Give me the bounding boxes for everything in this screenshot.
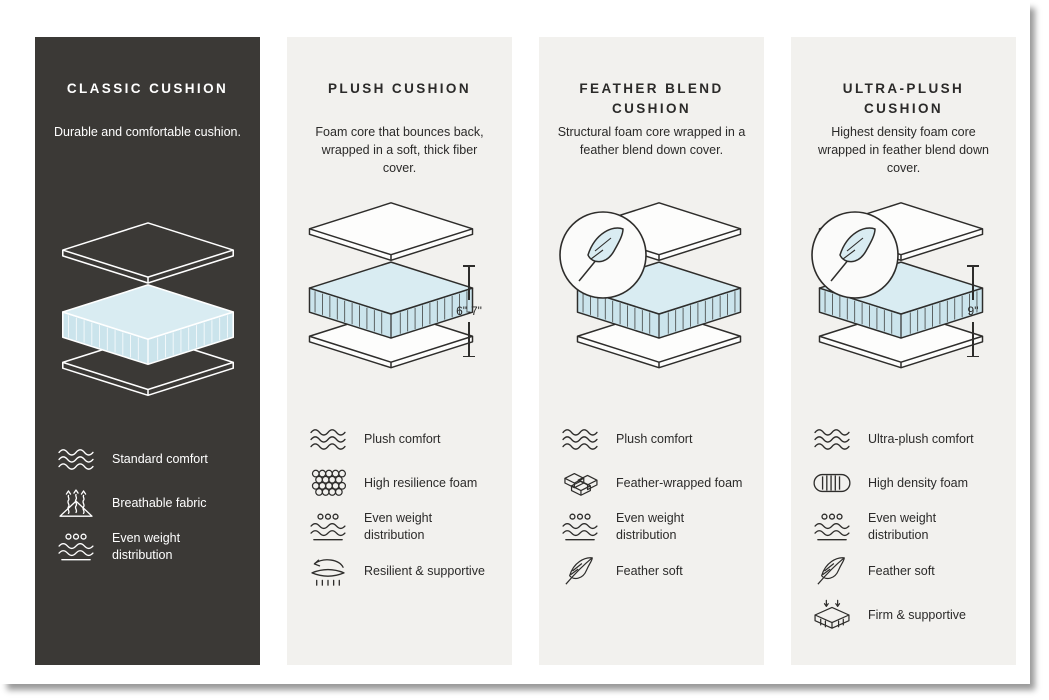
feature-label: Even weight distribution <box>868 511 937 542</box>
panel-title: ULTRA-PLUSH CUSHION <box>842 81 965 117</box>
density-foam-icon <box>811 467 853 499</box>
feature-item: High resilience foam <box>307 465 492 501</box>
layered-cushion-icon <box>56 221 240 397</box>
foam-cells-icon <box>307 467 349 499</box>
height-dimension-marker: 9" <box>953 265 993 357</box>
feature-item: Feather soft <box>811 553 996 589</box>
panel-feather-blend-cushion: FEATHER BLEND CUSHION Structural foam co… <box>539 37 764 665</box>
panel-description: Highest density foam core wrapped in fea… <box>818 125 989 176</box>
feature-item: Even weight distribution <box>307 509 492 545</box>
dimension-label: 9" <box>967 304 979 318</box>
feature-label: Ultra-plush comfort <box>868 431 974 446</box>
feature-label: Plush comfort <box>616 431 693 446</box>
feature-item: Firm & supportive <box>811 597 996 633</box>
feature-label: Firm & supportive <box>868 607 966 622</box>
panel-description: Foam core that bounces back, wrapped in … <box>315 125 484 176</box>
cushion-illustration: 6"-7" <box>305 201 494 421</box>
dimension-label: 6"-7" <box>456 304 482 318</box>
firm-support-icon <box>811 599 853 631</box>
dimension-cap <box>463 265 475 267</box>
panel-description: Structural foam core wrapped in a feathe… <box>557 125 746 158</box>
waves-icon <box>307 423 349 455</box>
feature-label: Breathable fabric <box>112 495 207 510</box>
feature-label: Even weight distribution <box>616 511 685 542</box>
spring-back-icon <box>307 555 349 587</box>
even-weight-icon <box>307 511 349 543</box>
dimension-line <box>972 322 974 356</box>
feature-item: Feather-wrapped foam <box>559 465 744 501</box>
feature-label: Feather soft <box>868 563 935 578</box>
feature-item: High density foam <box>811 465 996 501</box>
panel-description: Durable and comfortable cushion. <box>54 125 241 139</box>
dimension-cap <box>967 265 979 267</box>
panel-ultra-plush-cushion: ULTRA-PLUSH CUSHION Highest density foam… <box>791 37 1016 665</box>
feature-list: Ultra-plush comfort High density foam Ev… <box>809 421 998 633</box>
feature-label: Plush comfort <box>364 431 441 446</box>
feature-list: Plush comfort High resilience foam Even … <box>305 421 494 589</box>
waves-icon <box>55 443 97 475</box>
feature-label: Resilient & supportive <box>364 563 485 578</box>
panel-title: PLUSH CUSHION <box>328 81 471 96</box>
dimension-line <box>468 266 470 300</box>
height-dimension-marker: 6"-7" <box>449 265 489 357</box>
cushion-illustration <box>557 201 746 421</box>
even-weight-icon <box>55 531 97 563</box>
feature-label: Even weight distribution <box>112 531 181 562</box>
feature-item: Feather soft <box>559 553 744 589</box>
cushion-illustration <box>53 221 242 441</box>
cushion-comparison-columns: CLASSIC CUSHION Durable and comfortable … <box>35 37 1016 665</box>
feather-badge-icon <box>809 209 901 301</box>
feature-item: Resilient & supportive <box>307 553 492 589</box>
breathable-icon <box>55 487 97 519</box>
dimension-line <box>468 322 470 356</box>
panel-plush-cushion: PLUSH CUSHION Foam core that bounces bac… <box>287 37 512 665</box>
feature-list: Plush comfort Feather-wrapped foam Even … <box>557 421 746 589</box>
feather-icon <box>559 555 601 587</box>
feature-item: Plush comfort <box>559 421 744 457</box>
foam-bricks-icon <box>559 467 601 499</box>
panel-title: FEATHER BLEND CUSHION <box>579 81 724 117</box>
feature-list: Standard comfort Breathable fabric Even … <box>53 441 242 565</box>
feather-icon <box>811 555 853 587</box>
dimension-cap <box>463 355 475 357</box>
feature-label: Even weight distribution <box>364 511 433 542</box>
feature-label: Feather soft <box>616 563 683 578</box>
dimension-cap <box>967 355 979 357</box>
waves-icon <box>559 423 601 455</box>
feature-item: Standard comfort <box>55 441 240 477</box>
panel-title: CLASSIC CUSHION <box>66 81 229 96</box>
feature-item: Even weight distribution <box>55 529 240 565</box>
feature-label: High resilience foam <box>364 475 478 490</box>
even-weight-icon <box>559 511 601 543</box>
waves-icon <box>811 423 853 455</box>
feature-item: Even weight distribution <box>811 509 996 545</box>
feature-label: Feather-wrapped foam <box>616 475 743 490</box>
feature-item: Breathable fabric <box>55 485 240 521</box>
feather-badge-icon <box>557 209 649 301</box>
cushion-illustration: 9" <box>809 201 998 421</box>
feature-label: Standard comfort <box>112 451 208 466</box>
feature-item: Even weight distribution <box>559 509 744 545</box>
feature-item: Ultra-plush comfort <box>811 421 996 457</box>
feature-item: Plush comfort <box>307 421 492 457</box>
infographic-page: CLASSIC CUSHION Durable and comfortable … <box>35 37 1016 665</box>
even-weight-icon <box>811 511 853 543</box>
dimension-line <box>972 266 974 300</box>
panel-classic-cushion: CLASSIC CUSHION Durable and comfortable … <box>35 37 260 665</box>
feature-label: High density foam <box>868 475 969 490</box>
